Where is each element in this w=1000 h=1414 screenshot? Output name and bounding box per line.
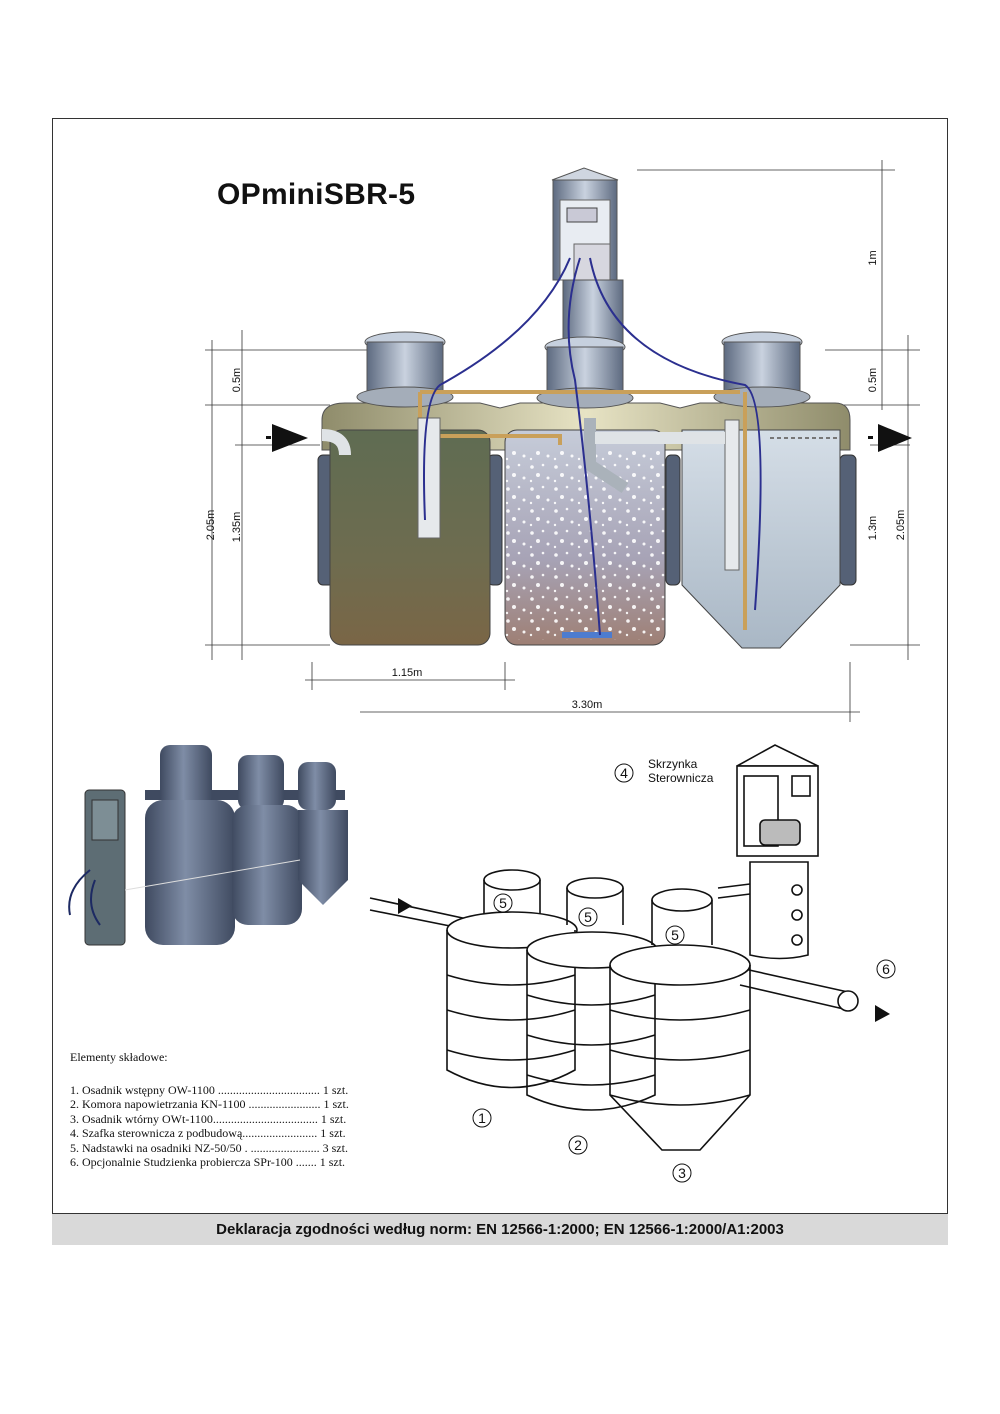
component-item: 6. Opcjonalnie Studzienka probiercza SPr… bbox=[70, 1155, 346, 1169]
product-photo bbox=[68, 745, 348, 946]
components-list: Elementy składowe: 1. Osadnik wstępny OW… bbox=[70, 1050, 400, 1170]
riser-tank-1 bbox=[356, 331, 454, 408]
iso-flow-arrows bbox=[398, 898, 890, 1022]
dim-tank-width: 1.15m bbox=[392, 667, 423, 679]
components-heading: Elementy składowe: bbox=[70, 1050, 168, 1064]
iso-outlet-arrow bbox=[875, 1005, 890, 1022]
control-cabinet-section bbox=[551, 167, 624, 351]
component-item: 3. Osadnik wtórny OWt-1100..............… bbox=[70, 1111, 347, 1126]
callout-5c: 5 bbox=[671, 927, 679, 943]
callout-1: 1 bbox=[478, 1110, 486, 1126]
isometric-drawing bbox=[369, 744, 859, 1151]
dim-inlet-height: 1.35m bbox=[231, 512, 243, 543]
callout-5b: 5 bbox=[584, 909, 592, 925]
tank-1-primary-settler bbox=[329, 429, 491, 646]
outlet-arrow bbox=[878, 424, 912, 452]
iso-tank-1 bbox=[446, 869, 578, 1089]
riser-tank-2 bbox=[536, 336, 634, 409]
footer-text: Deklaracja zgodności według norm: EN 125… bbox=[216, 1221, 784, 1238]
callout-markers: 4 Skrzynka Sterownicza 5 5 5 6 1 2 3 bbox=[472, 757, 896, 1183]
dimension-labels: 1m 0.5m 0.5m 2.05m 1.35m 1.3m 2.05m 1.15… bbox=[205, 250, 907, 711]
tank-3-secondary-settler bbox=[681, 429, 841, 649]
component-item: 2. Komora napowietrzania KN-1100 .......… bbox=[70, 1097, 349, 1111]
controller-display bbox=[566, 207, 598, 223]
dim-total-width: 3.30m bbox=[572, 699, 603, 711]
component-item: 4. Szafka sterownicza z podbudową.......… bbox=[70, 1126, 346, 1140]
compressor bbox=[573, 243, 611, 281]
inlet-arrow bbox=[272, 424, 308, 452]
callout-3: 3 bbox=[678, 1165, 686, 1181]
callout-2: 2 bbox=[574, 1137, 582, 1153]
flow-arrows-section bbox=[266, 424, 912, 452]
iso-control-box bbox=[736, 744, 819, 960]
dim-outlet-height: 1.3m bbox=[867, 516, 879, 540]
callout-5a: 5 bbox=[499, 895, 507, 911]
riser-tank-3 bbox=[713, 331, 811, 408]
component-item: 1. Osadnik wstępny OW-1100 .............… bbox=[70, 1082, 349, 1097]
conformity-declaration-footer: Deklaracja zgodności według norm: EN 125… bbox=[52, 1213, 948, 1245]
aeration-diffuser bbox=[562, 632, 612, 638]
dim-total-height-right: 2.05m bbox=[895, 510, 907, 541]
callout-6: 6 bbox=[882, 961, 890, 977]
dim-riser-right: 0.5m bbox=[867, 368, 879, 392]
diagram-title: OPminiSBR-5 bbox=[217, 178, 416, 211]
risers bbox=[356, 331, 811, 409]
pipes bbox=[321, 257, 840, 636]
control-box-label-line1: Skrzynka bbox=[648, 757, 698, 771]
dim-top-height: 1m bbox=[867, 250, 879, 265]
iso-inlet-arrow bbox=[398, 898, 412, 914]
callout-4: 4 bbox=[620, 765, 628, 781]
iso-tank-3 bbox=[609, 888, 751, 1151]
dim-total-height-left: 2.05m bbox=[205, 510, 217, 541]
control-box-label-line2: Sterownicza bbox=[648, 771, 714, 785]
component-item: 5. Nadstawki na osadniki NZ-50/50 . ....… bbox=[70, 1140, 348, 1155]
dim-riser-left: 0.5m bbox=[231, 368, 243, 392]
